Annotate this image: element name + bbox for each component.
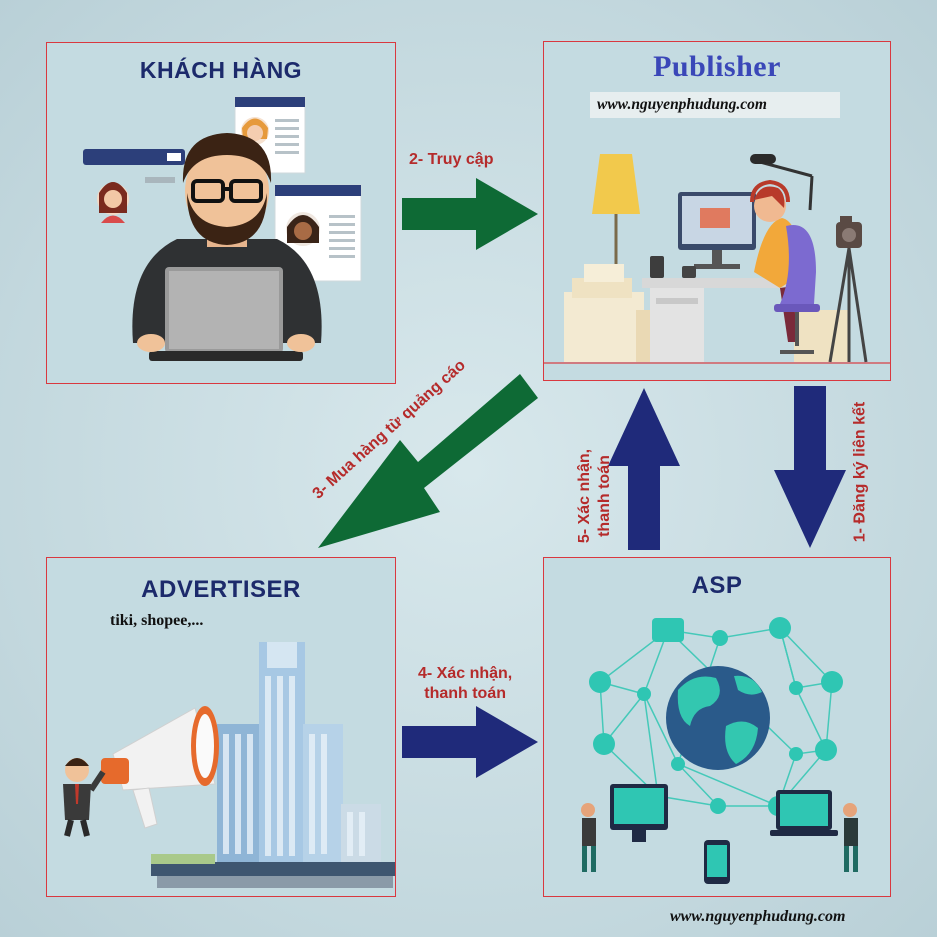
publisher-panel-title: Publisher (653, 50, 781, 83)
megaphone (101, 706, 219, 829)
camera-tripod (828, 216, 868, 363)
label-step5: 5- Xác nhận, thanh toán (575, 449, 615, 543)
label-step5-line2: thanh toán (596, 455, 614, 537)
asp-panel: ASP (543, 557, 891, 897)
profile-card-left (83, 149, 185, 223)
person-left (581, 803, 596, 872)
advertiser-panel-title: ADVERTISER (141, 576, 301, 603)
skyscrapers (151, 642, 395, 888)
label-step4-line1: 4- Xác nhận, (418, 665, 513, 682)
desktop-monitor-icon (610, 784, 668, 842)
label-step1: 1- Đăng ký liên kết (851, 401, 869, 543)
arrow-step1 (774, 386, 846, 548)
asp-panel-title: ASP (691, 572, 743, 599)
publisher-illustration (544, 154, 890, 364)
customer-panel-title: KHÁCH HÀNG (139, 57, 303, 83)
person-right (843, 803, 858, 872)
footer-url: www.nguyenphudung.com (670, 908, 846, 925)
globe-icon (666, 666, 770, 770)
arrow-step4 (402, 706, 538, 778)
desk-chair (774, 224, 820, 354)
arrow-step3 (318, 374, 538, 548)
publisher-panel: Publisher www.nguyenphudung.com (543, 41, 891, 381)
smartphone-icon (704, 840, 730, 884)
customer-panel: KHÁCH HÀNG (46, 42, 396, 384)
businessman (63, 758, 106, 837)
man-with-laptop (132, 133, 322, 361)
speaker (650, 256, 664, 278)
microphone-boom (750, 154, 814, 211)
laptop-icon (770, 790, 838, 836)
profile-card-top (234, 96, 306, 174)
customer-illustration (83, 96, 362, 361)
desk (642, 278, 802, 362)
arrow-step2 (402, 178, 538, 250)
arrow-step5 (608, 388, 680, 550)
label-step5-line1: 5- Xác nhận, (576, 448, 594, 544)
advertiser-panel: ADVERTISER tiki, shopee,... (46, 557, 396, 897)
asp-network-illustration (581, 617, 858, 884)
advertiser-subtitle: tiki, shopee,... (110, 612, 204, 629)
publisher-url-bar (590, 92, 840, 118)
label-step4-line2: thanh toán (424, 685, 506, 702)
monitor (678, 192, 756, 269)
publisher-url: www.nguyenphudung.com (597, 96, 767, 113)
label-step4: 4- Xác nhận, thanh toán (418, 664, 512, 704)
advertiser-illustration (63, 642, 395, 888)
mug (682, 266, 696, 278)
label-step2: 2- Truy cập (409, 151, 494, 168)
